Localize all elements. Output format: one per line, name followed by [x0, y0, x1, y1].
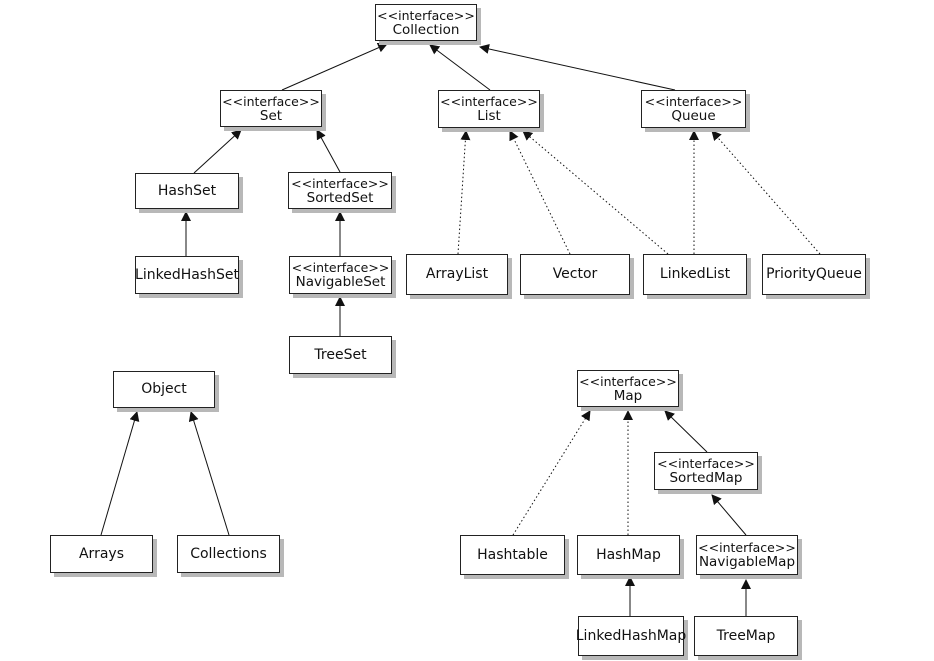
arrow-navigablemap-to-sortedmap	[711, 494, 747, 536]
node-hashset: HashSet	[135, 173, 239, 209]
node-name: LinkedList	[659, 266, 731, 282]
node-name: TreeMap	[716, 627, 776, 644]
node-navigableset: <<interface>> NavigableSet	[289, 256, 392, 294]
node-name: ArrayList	[425, 266, 489, 282]
node-name: LinkedHashSet	[135, 266, 239, 283]
node-treeset: TreeSet	[289, 336, 392, 374]
node-set: <<interface>> Set	[220, 90, 322, 127]
node-name: Collection	[392, 21, 460, 38]
node-name: Queue	[671, 108, 716, 124]
node-linkedlist: LinkedList	[643, 254, 747, 295]
node-name: TreeSet	[314, 346, 367, 363]
node-name: Vector	[552, 266, 598, 282]
node-sortedmap: <<interface>> SortedMap	[654, 452, 758, 490]
stereotype-label: <<interface>>	[579, 373, 677, 389]
node-collection: <<interface>> Collection	[375, 4, 477, 41]
node-name: PriorityQueue	[766, 266, 862, 282]
node-name: List	[477, 108, 501, 124]
stereotype-label: <<interface>>	[291, 175, 389, 191]
arrow-priorityqueue-to-queue	[711, 130, 821, 255]
node-navigablemap: <<interface>> NavigableMap	[696, 535, 798, 575]
node-name: Object	[141, 381, 187, 397]
node-vector: Vector	[520, 254, 630, 295]
node-name: SortedSet	[306, 189, 374, 206]
node-hashmap: HashMap	[577, 535, 680, 575]
node-object: Object	[113, 371, 215, 408]
arrow-set-to-collection	[281, 43, 388, 91]
stereotype-label: <<interface>>	[698, 540, 796, 555]
arrow-queue-to-collection	[479, 44, 676, 91]
node-sortedset: <<interface>> SortedSet	[288, 172, 392, 209]
node-map: <<interface>> Map	[577, 370, 679, 407]
arrow-list-to-collection	[429, 44, 491, 91]
node-name: NavigableMap	[698, 554, 796, 570]
arrow-sortedset-to-set	[316, 129, 341, 173]
stereotype-label: <<interface>>	[440, 94, 538, 109]
node-name: HashMap	[596, 546, 661, 563]
node-name: NavigableSet	[295, 274, 386, 290]
node-linkedhashset: LinkedHashSet	[135, 256, 239, 294]
stereotype-label: <<interface>>	[222, 93, 320, 109]
node-name: SortedMap	[669, 470, 743, 486]
arrow-vector-to-list	[509, 130, 571, 255]
node-queue: <<interface>> Queue	[641, 90, 746, 128]
arrow-arrays-to-object	[100, 411, 140, 536]
arrow-sortedmap-to-map	[664, 410, 708, 453]
arrow-hashtable-to-map	[512, 410, 591, 536]
arrow-hashset-to-set	[193, 129, 242, 174]
stereotype-label: <<interface>>	[644, 94, 743, 109]
arrow-collections-to-object	[188, 411, 230, 536]
node-name: Collections	[190, 545, 267, 562]
stereotype-label: <<interface>>	[291, 260, 390, 275]
node-treemap: TreeMap	[694, 616, 798, 656]
node-name: Set	[259, 107, 283, 124]
arrow-arraylist-to-list	[457, 130, 471, 255]
node-list: <<interface>> List	[438, 90, 540, 128]
node-linkedhashmap: LinkedHashMap	[575, 616, 687, 656]
node-name: LinkedHashMap	[575, 627, 687, 644]
node-hashtable: Hashtable	[460, 535, 565, 575]
arrow-linkedlist-to-list	[522, 130, 669, 255]
node-priorityqueue: PriorityQueue	[762, 254, 866, 295]
node-name: Map	[613, 387, 643, 404]
node-name: Arrays	[78, 545, 124, 562]
stereotype-label: <<interface>>	[377, 7, 475, 23]
node-collections: Collections	[177, 535, 280, 573]
node-arraylist: ArrayList	[406, 254, 508, 295]
stereotype-label: <<interface>>	[657, 456, 755, 471]
node-arrays: Arrays	[50, 535, 153, 573]
node-name: HashSet	[157, 182, 217, 199]
node-name: Hashtable	[477, 546, 548, 563]
